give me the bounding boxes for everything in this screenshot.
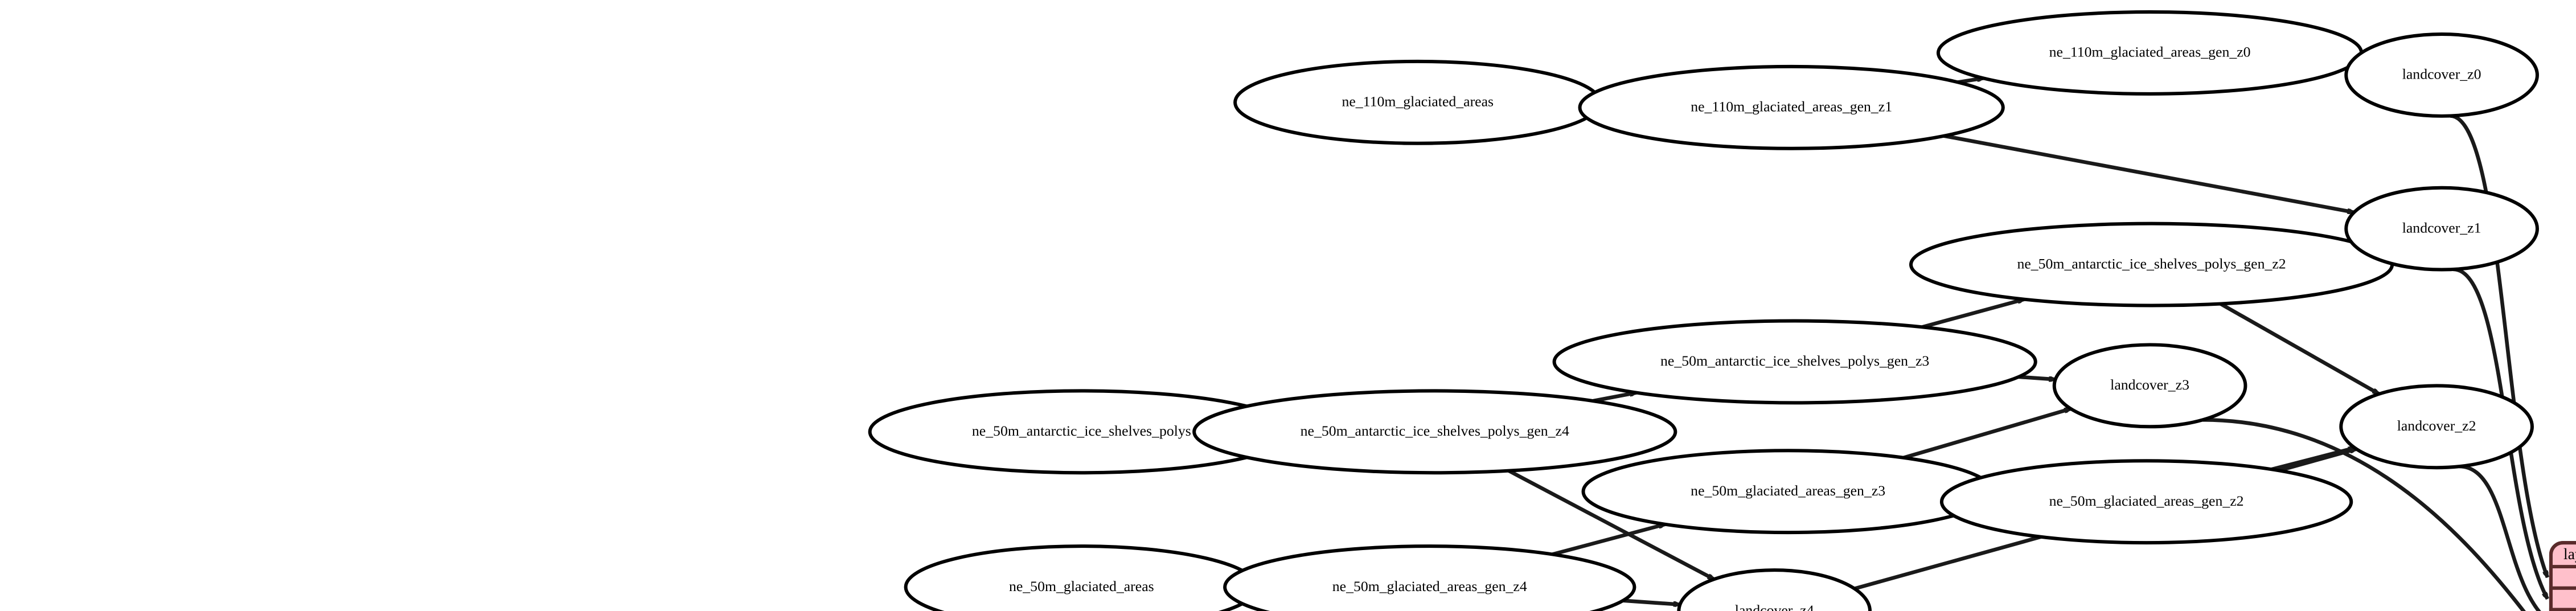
node-ne_50m_antarctic_ice_shelves_polys_gen_z4[interactable]: ne_50m_antarctic_ice_shelves_polys_gen_z…: [1192, 389, 1677, 475]
node-ne_50m_glaciated_areas_gen_z4[interactable]: ne_50m_glaciated_areas_gen_z4: [1223, 544, 1636, 611]
node-label: landcover_z2: [2397, 417, 2476, 434]
edge-ne_50m_glaciated_areas_gen_z3-to-landcover_z3: [1903, 407, 2071, 460]
table-row-z2[interactable]: [2549, 608, 2576, 611]
node-ne_50m_glaciated_areas_gen_z3[interactable]: ne_50m_glaciated_areas_gen_z3: [1581, 449, 1995, 535]
edge-landcover_z3-to-table_z3: [2202, 418, 2526, 611]
edge-ne_50m_antarctic_ice_shelves_polys_gen_z2-to-landcover_z2: [2220, 302, 2379, 396]
node-label: landcover_z4: [1735, 602, 1814, 611]
table-row-z1[interactable]: [2549, 586, 2576, 611]
node-ellipse: [2344, 186, 2539, 272]
node-ellipse: [1552, 319, 2037, 405]
node-landcover_z2[interactable]: landcover_z2: [2339, 384, 2534, 470]
node-label: ne_50m_glaciated_areas: [1009, 578, 1154, 594]
node-ne_50m_glaciated_areas_gen_z2[interactable]: ne_50m_glaciated_areas_gen_z2: [1939, 459, 2353, 545]
node-label: ne_50m_antarctic_ice_shelves_polys_gen_z…: [2017, 255, 2286, 272]
edge-ne_50m_antarctic_ice_shelves_polys_gen_z3-to-landcover_z3: [2018, 375, 2056, 379]
edge-landcover_z2-to-table_z2: [2459, 464, 2541, 611]
node-landcover_z0[interactable]: landcover_z0: [2344, 32, 2539, 118]
node-ellipse: [2339, 384, 2534, 470]
node-label: ne_110m_glaciated_areas: [1342, 93, 1494, 110]
edge-ne_50m_antarctic_ice_shelves_polys_gen_z4-to-ne_50m_antarctic_ice_shelves_polys_gen_z3: [1593, 393, 1636, 403]
node-ellipse: [2344, 32, 2539, 118]
node-label: ne_50m_glaciated_areas_gen_z4: [1332, 578, 1527, 594]
node-ne_110m_glaciated_areas[interactable]: ne_110m_glaciated_areas: [1233, 59, 1602, 145]
edge-ne_50m_glaciated_areas_gen_z4-to-landcover_z4: [1623, 598, 1680, 605]
node-landcover_z3[interactable]: landcover_z3: [2052, 343, 2247, 429]
node-ne_50m_antarctic_ice_shelves_polys[interactable]: ne_50m_antarctic_ice_shelves_polys: [868, 389, 1295, 475]
edge-ne_50m_glaciated_areas_gen_z4-to-ne_50m_glaciated_areas_gen_z3: [1552, 524, 1666, 556]
node-label: ne_50m_glaciated_areas_gen_z2: [2049, 493, 2244, 509]
node-layer: imposm3osm_landcover_polygonsimplify_vw_…: [868, 10, 2539, 611]
node-ne_50m_antarctic_ice_shelves_polys_gen_z2[interactable]: ne_50m_antarctic_ice_shelves_polys_gen_z…: [1909, 222, 2394, 307]
node-label: ne_110m_glaciated_areas_gen_z1: [1691, 99, 1892, 115]
node-ellipse: [1578, 64, 2005, 150]
node-label: landcover_z0: [2402, 66, 2481, 83]
node-label: ne_50m_antarctic_ice_shelves_polys_gen_z…: [1301, 423, 1569, 439]
node-label: ne_50m_antarctic_ice_shelves_polys_gen_z…: [1660, 352, 1929, 369]
node-ellipse: [1939, 459, 2353, 545]
node-ne_110m_glaciated_areas_gen_z1[interactable]: ne_110m_glaciated_areas_gen_z1: [1578, 64, 2005, 150]
node-ellipse: [1223, 544, 1636, 611]
node-label: ne_50m_antarctic_ice_shelves_polys: [972, 423, 1191, 439]
table-header: layer_landcover: [2563, 545, 2576, 563]
node-ne_50m_antarctic_ice_shelves_polys_gen_z3[interactable]: ne_50m_antarctic_ice_shelves_polys_gen_z…: [1552, 319, 2037, 405]
node-ellipse: [2052, 343, 2247, 429]
edge-ne_50m_antarctic_ice_shelves_polys_gen_z4-to-landcover_z4: [1507, 469, 1714, 581]
node-label: ne_110m_glaciated_areas_gen_z0: [2049, 44, 2251, 60]
node-label: landcover_z1: [2402, 219, 2481, 236]
node-ellipse: [1677, 568, 1872, 611]
layer-landcover-table: layer_landcoverz0z1z2z3z4z5z6z7z8z9z10z1…: [2549, 541, 2576, 611]
node-ellipse: [1192, 389, 1677, 475]
table-row-z0[interactable]: [2549, 565, 2576, 590]
node-ne_50m_glaciated_areas[interactable]: ne_50m_glaciated_areas: [904, 544, 1259, 611]
node-label: landcover_z3: [2110, 376, 2189, 393]
node-label: ne_50m_glaciated_areas_gen_z3: [1691, 482, 1885, 499]
node-landcover_z1[interactable]: landcover_z1: [2344, 186, 2539, 272]
edge-ne_110m_glaciated_areas_gen_z1-to-landcover_z1: [1943, 134, 2354, 212]
node-ne_110m_glaciated_areas_gen_z0[interactable]: ne_110m_glaciated_areas_gen_z0: [1936, 10, 2364, 96]
node-landcover_z4[interactable]: landcover_z4: [1677, 568, 1872, 611]
edge-ne_50m_antarctic_ice_shelves_polys_gen_z3-to-ne_50m_antarctic_ice_shelves_polys_gen_z2: [1922, 300, 2024, 329]
edge-landcover_z0-to-table_z0: [2450, 114, 2550, 577]
